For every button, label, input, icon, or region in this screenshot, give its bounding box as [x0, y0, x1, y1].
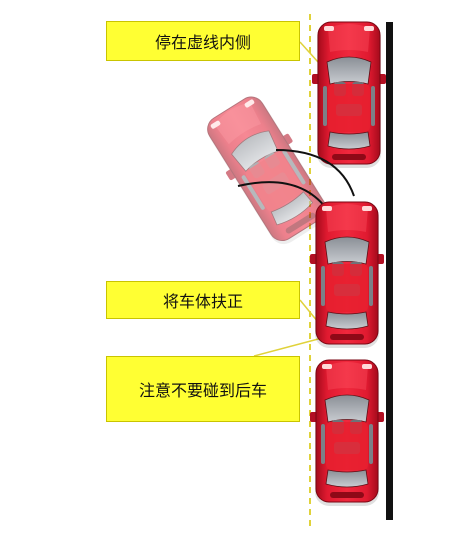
path-arc-1	[275, 149, 355, 197]
callout-stop-inside-line-text: 停在虚线内侧	[154, 33, 251, 52]
front-car	[311, 21, 387, 169]
curb-line	[386, 22, 393, 520]
callout-straighten-car-text: 将车体扶正	[162, 292, 243, 311]
path-arc-2	[237, 181, 327, 209]
leader-line-3	[253, 337, 323, 357]
middle-car	[309, 201, 385, 349]
rear-car	[309, 359, 385, 507]
callout-stop-inside-line: 停在虚线内侧	[106, 21, 300, 61]
callout-avoid-rear-car: 注意不要碰到后车	[106, 356, 300, 422]
callout-straighten-car: 将车体扶正	[106, 281, 300, 319]
callout-avoid-rear-car-text: 注意不要碰到后车	[138, 381, 267, 400]
leader-line-1	[299, 41, 319, 63]
